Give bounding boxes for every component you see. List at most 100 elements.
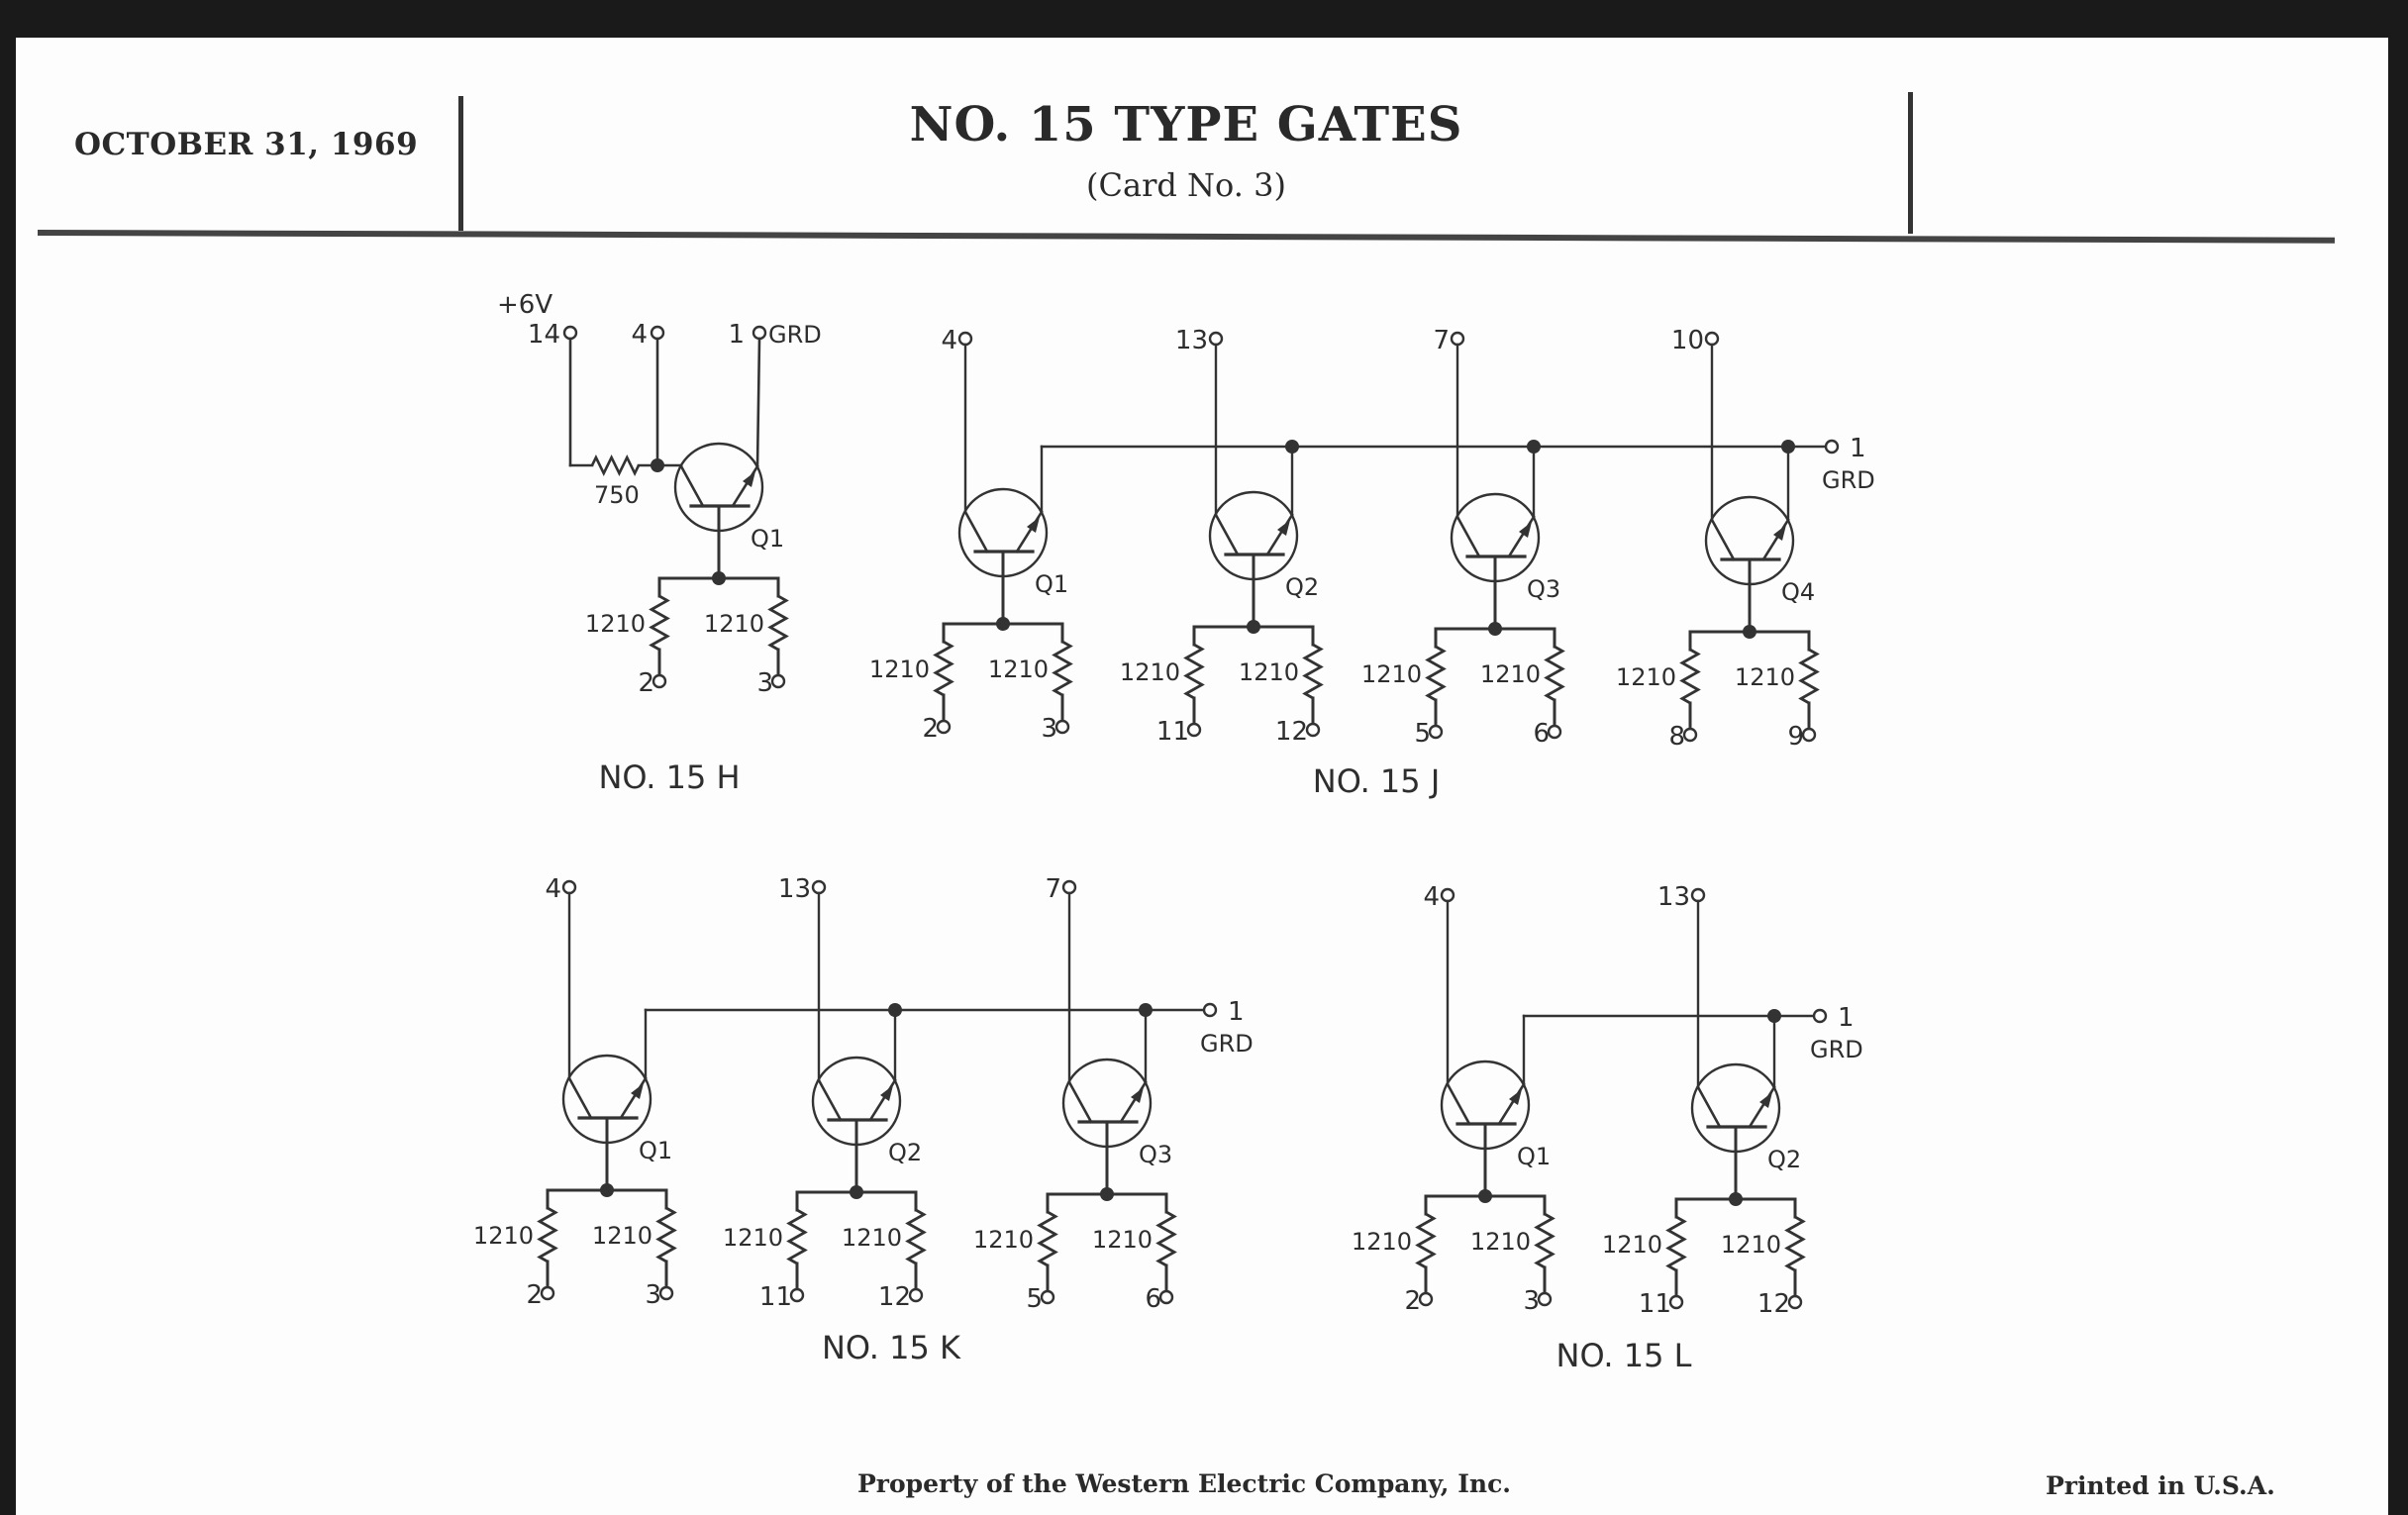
collector-lead bbox=[1214, 513, 1240, 556]
wire bbox=[755, 337, 761, 468]
terminal bbox=[1054, 719, 1070, 735]
terminal bbox=[650, 325, 665, 341]
header-divider-left bbox=[458, 96, 463, 231]
terminal bbox=[908, 1287, 924, 1303]
terminal bbox=[1186, 722, 1202, 738]
resistor bbox=[1425, 645, 1447, 702]
terminal bbox=[1537, 1291, 1553, 1307]
input-terminal-label: 2 bbox=[638, 668, 654, 698]
header-divider-right bbox=[1908, 92, 1913, 234]
junction-dot bbox=[850, 1185, 863, 1199]
terminal bbox=[652, 673, 667, 689]
resistor bbox=[1183, 643, 1205, 700]
terminal bbox=[1158, 1289, 1174, 1305]
input-terminal-label: 5 bbox=[1026, 1284, 1043, 1314]
terminal-label: 4 bbox=[631, 320, 648, 350]
resistor-value: 1210 bbox=[842, 1224, 902, 1252]
terminal bbox=[1061, 879, 1077, 895]
terminal bbox=[1787, 1294, 1803, 1310]
terminal bbox=[658, 1285, 674, 1301]
transistor-label: Q4 bbox=[1781, 578, 1815, 606]
resistor bbox=[655, 1206, 677, 1263]
emitter-arrow bbox=[880, 1085, 893, 1101]
resistor bbox=[767, 594, 789, 652]
resistor-value: 1210 bbox=[1092, 1226, 1153, 1254]
emitter-lead bbox=[619, 1076, 648, 1120]
grd-label: GRD bbox=[1810, 1036, 1863, 1063]
terminal bbox=[562, 325, 578, 341]
terminal bbox=[1690, 887, 1706, 903]
footer-printed: Printed in U.S.A. bbox=[2046, 1471, 2275, 1500]
emitter-lead bbox=[1265, 513, 1294, 556]
grd-label: GRD bbox=[1200, 1030, 1254, 1058]
card-subtitle: (Card No. 3) bbox=[1086, 166, 1286, 204]
resistor-value: 1210 bbox=[1721, 1231, 1781, 1259]
resistor bbox=[649, 594, 670, 652]
emitter-arrow bbox=[1131, 1087, 1144, 1103]
resistor bbox=[786, 1208, 808, 1265]
circuit-name: NO. 15 H bbox=[598, 758, 740, 796]
junction-dot bbox=[1247, 620, 1260, 634]
resistor-value: 1210 bbox=[473, 1222, 534, 1250]
input-terminal-label: 8 bbox=[1668, 722, 1685, 752]
terminal bbox=[1208, 331, 1224, 347]
emitter-lead bbox=[1507, 515, 1536, 558]
junction-dot bbox=[651, 458, 664, 472]
input-terminal-label: 12 bbox=[1275, 717, 1308, 747]
terminal bbox=[1801, 727, 1817, 743]
terminal bbox=[1547, 724, 1562, 740]
junction-dot bbox=[1100, 1187, 1114, 1201]
emitter-lead bbox=[1748, 1085, 1776, 1129]
terminal bbox=[770, 673, 786, 689]
junction-dot bbox=[1488, 622, 1502, 636]
collector-terminal-label: 4 bbox=[545, 874, 561, 904]
input-terminal-label: 12 bbox=[1757, 1289, 1790, 1319]
collector-terminal-label: 13 bbox=[1175, 326, 1208, 355]
terminal bbox=[811, 879, 827, 895]
resistor bbox=[1037, 1210, 1058, 1267]
resistor-value: 1210 bbox=[1480, 660, 1541, 688]
terminal-label: 1 bbox=[728, 320, 745, 350]
transistor-label: Q1 bbox=[639, 1137, 672, 1164]
circuit-name: NO. 15 L bbox=[1556, 1337, 1692, 1374]
resistor-value: 1210 bbox=[1361, 660, 1422, 688]
terminal bbox=[1440, 887, 1455, 903]
emitter-lead bbox=[1015, 510, 1044, 554]
input-terminal-label: 9 bbox=[1787, 722, 1804, 752]
grd-label: GRD bbox=[768, 321, 822, 349]
resistor-value: 1210 bbox=[592, 1222, 652, 1250]
input-terminal-label: 2 bbox=[526, 1280, 543, 1310]
output-terminal-label: 1 bbox=[1838, 1003, 1855, 1033]
emitter-lead bbox=[731, 464, 759, 508]
terminal bbox=[1682, 727, 1698, 743]
emitter-lead bbox=[1119, 1080, 1148, 1124]
emitter-arrow bbox=[1519, 522, 1532, 538]
terminal bbox=[789, 1287, 805, 1303]
collector-lead bbox=[1067, 1080, 1093, 1124]
input-terminal-label: 2 bbox=[1404, 1286, 1421, 1316]
collector-lead bbox=[679, 464, 705, 508]
input-terminal-label: 5 bbox=[1414, 719, 1431, 749]
circuit-name: NO. 15 K bbox=[822, 1329, 961, 1366]
emitter-arrow bbox=[631, 1083, 644, 1099]
input-terminal-label: 3 bbox=[756, 668, 773, 698]
resistor-value: 1210 bbox=[1602, 1231, 1662, 1259]
input-terminal-label: 6 bbox=[1533, 719, 1550, 749]
resistor-value: 1210 bbox=[704, 610, 764, 638]
emitter-lead bbox=[1497, 1082, 1526, 1126]
resistor bbox=[1798, 648, 1820, 705]
card-date: OCTOBER 31, 1969 bbox=[74, 127, 419, 162]
resistor bbox=[537, 1206, 558, 1263]
terminal bbox=[540, 1285, 555, 1301]
resistor-value: 1210 bbox=[988, 656, 1049, 683]
resistor-value: 1210 bbox=[1352, 1228, 1412, 1256]
terminal bbox=[957, 331, 973, 347]
resistor bbox=[933, 640, 954, 697]
emitter-arrow bbox=[1759, 1092, 1772, 1108]
resistor-value: 1210 bbox=[1120, 658, 1180, 686]
resistor-value: 1210 bbox=[869, 656, 930, 683]
circuit-name: NO. 15 J bbox=[1313, 762, 1441, 800]
terminal bbox=[1040, 1289, 1055, 1305]
resistor-value: 1210 bbox=[585, 610, 646, 638]
resistor bbox=[1534, 1212, 1555, 1269]
